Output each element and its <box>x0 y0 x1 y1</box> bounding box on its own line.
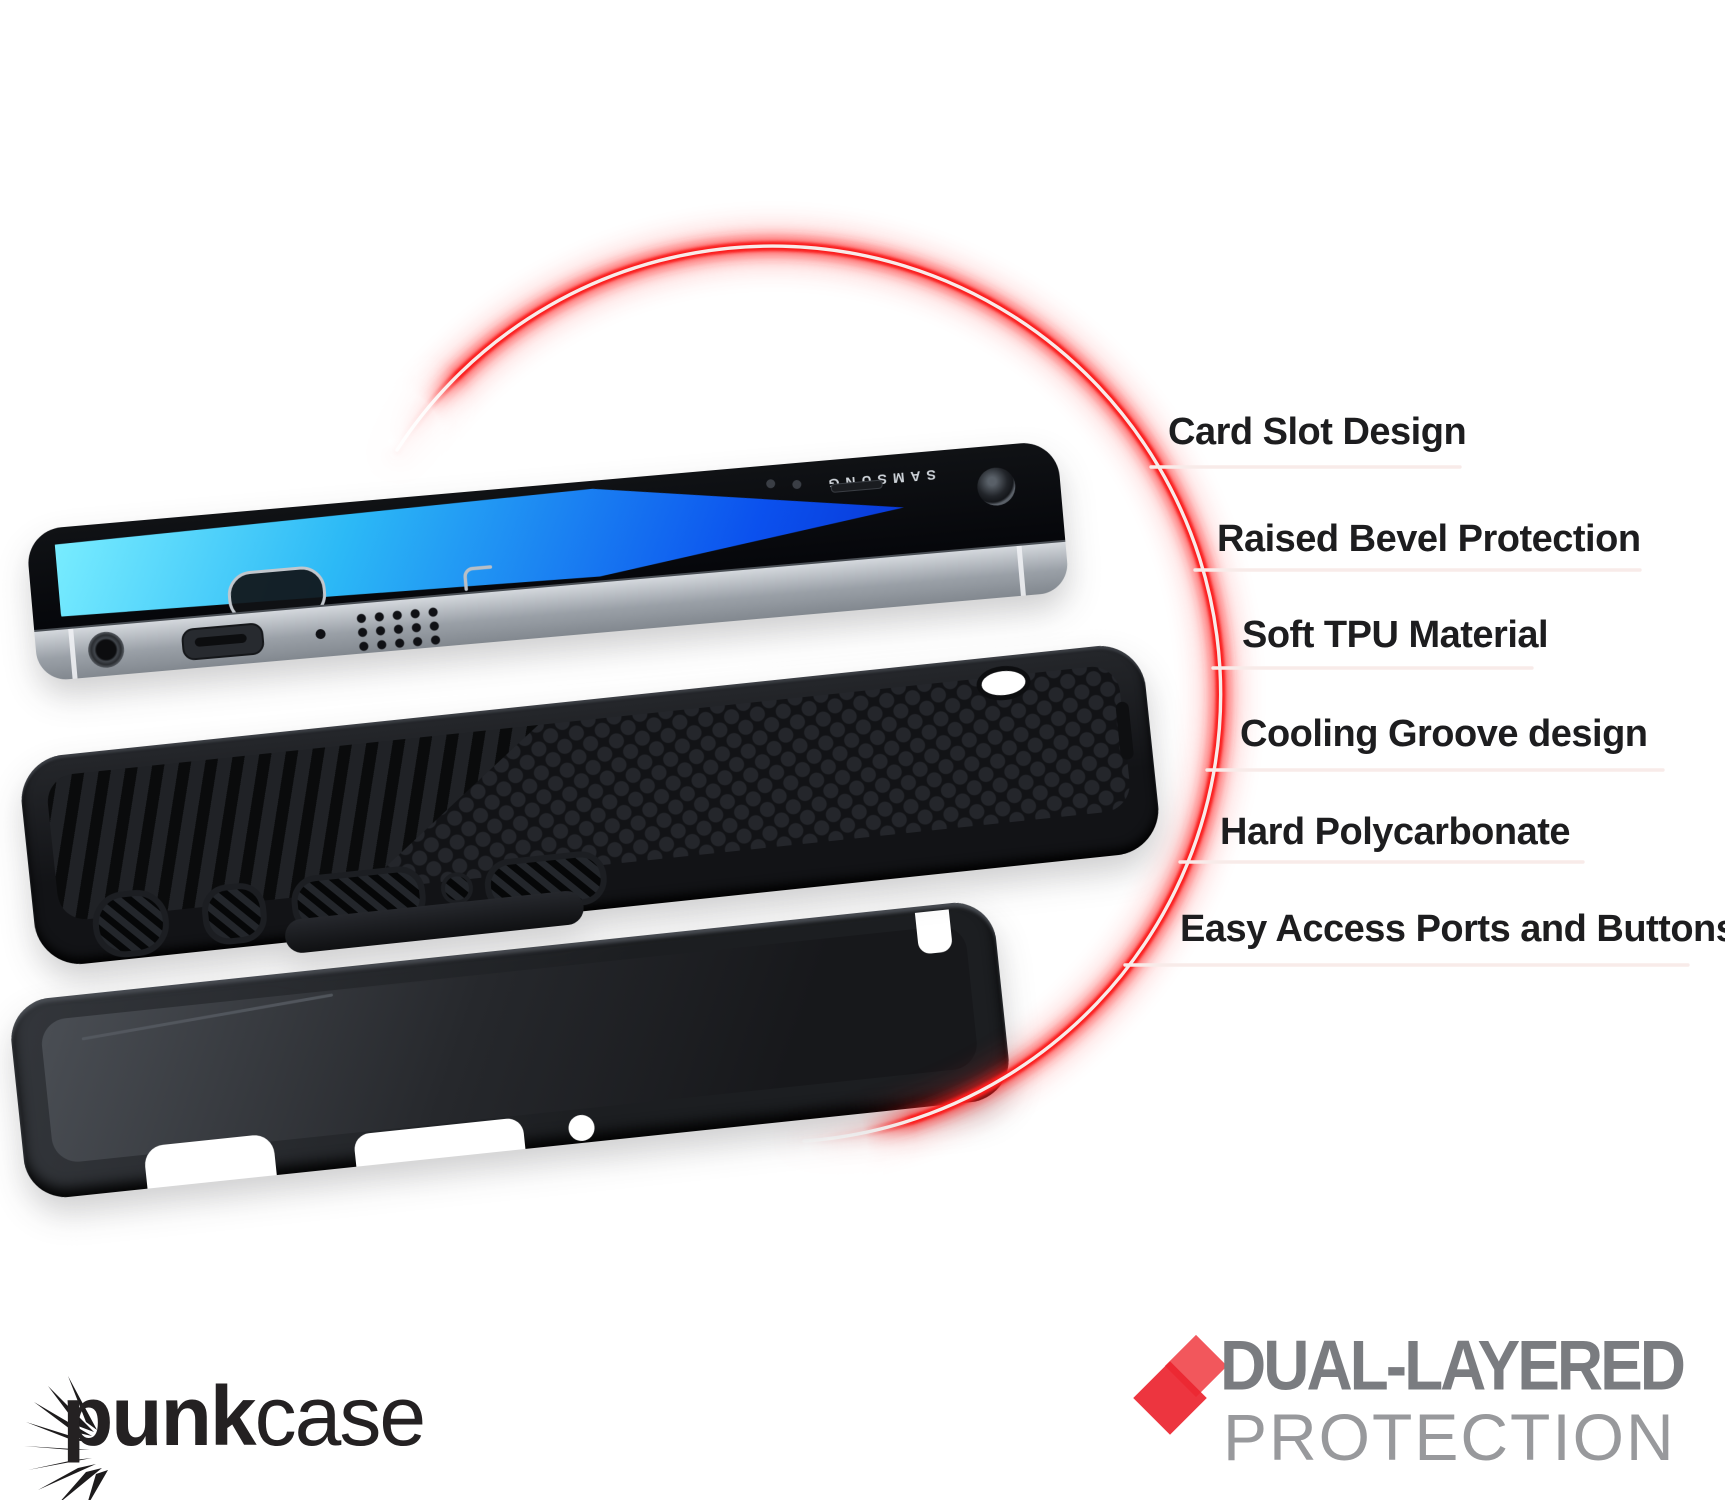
usb-port-icon <box>180 622 266 662</box>
mohawk-spikes-icon <box>24 1376 108 1500</box>
callout-cooling-groove: Cooling Groove design <box>1240 713 1648 755</box>
phone-layer: SAMSUNG <box>25 440 1070 682</box>
antenna-line <box>1016 545 1026 596</box>
headphone-jack-icon <box>86 630 126 670</box>
speaker-grill-icon <box>351 604 448 657</box>
microphone-icon <box>315 628 327 640</box>
antenna-line <box>68 628 78 679</box>
shell-camera-notch <box>914 909 954 955</box>
callout-soft-tpu: Soft TPU Material <box>1242 614 1549 656</box>
callout-easy-access: Easy Access Ports and Buttons <box>1180 908 1725 950</box>
callout-raised-bevel: Raised Bevel Protection <box>1217 518 1641 560</box>
logo-case: case <box>254 1369 426 1463</box>
logo-punk: punk <box>62 1369 257 1463</box>
badge-subtitle: PROTECTION <box>1223 1400 1676 1474</box>
badge-title: DUAL-LAYERED <box>1220 1325 1686 1405</box>
diamond-front <box>1133 1361 1207 1435</box>
callout-card-slot: Card Slot Design <box>1168 411 1467 453</box>
callout-hard-polycarbonate: Hard Polycarbonate <box>1220 811 1571 853</box>
diamond-icon <box>1133 1334 1228 1435</box>
punkcase-logo: punkcase <box>62 1374 426 1458</box>
